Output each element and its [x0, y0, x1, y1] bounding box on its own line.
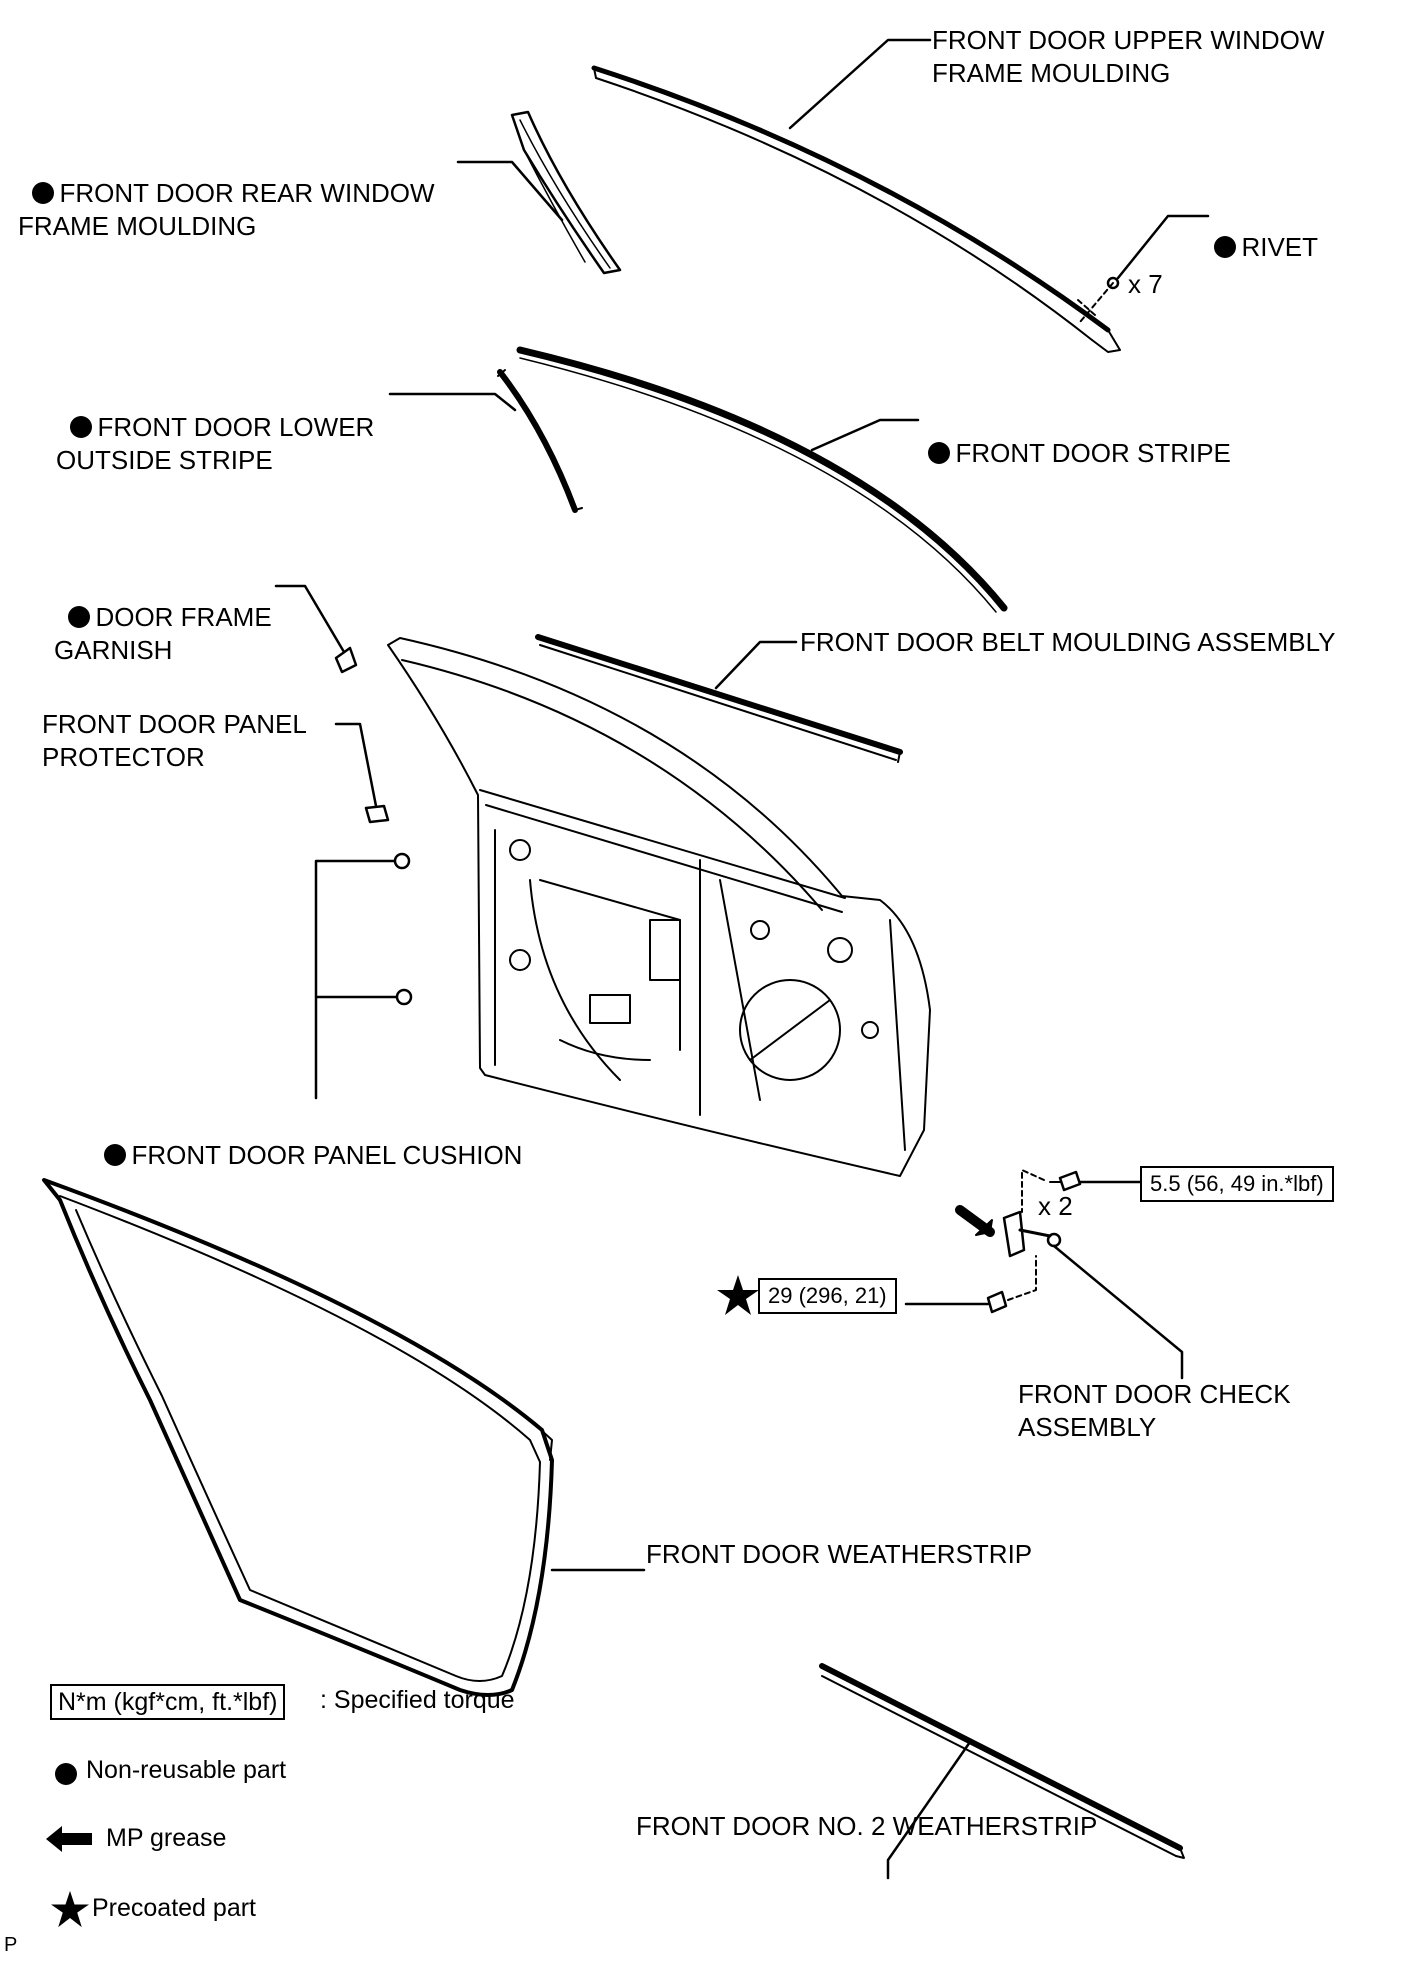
- bolt-lower: [904, 1255, 1037, 1314]
- rivet-symbol: [1079, 214, 1210, 323]
- legend-torque-desc: : Specified torque: [320, 1686, 515, 1714]
- legend-grease: MP grease: [106, 1824, 227, 1852]
- nonreusable-dot-icon: [70, 416, 93, 438]
- nonreusable-dot-icon: [104, 1144, 127, 1166]
- legend-torque-box: N*m (kgf*cm, ft.*lbf): [50, 1684, 286, 1720]
- leader-no2-weatherstrip: [886, 1740, 972, 1880]
- label-belt-moulding: FRONT DOOR BELT MOULDING ASSEMBLY: [800, 627, 1336, 657]
- leader-garnish: [274, 584, 346, 654]
- leader-belt-moulding: [714, 640, 798, 690]
- lower-outside-stripe: [497, 369, 583, 513]
- leader-check-assembly: [1052, 1244, 1184, 1380]
- label-weatherstrip: FRONT DOOR WEATHERSTRIP: [646, 1539, 1033, 1569]
- precoated-star-icon: [50, 1890, 90, 1933]
- door-weatherstrip: [42, 1178, 554, 1697]
- label-bolt-qty: x 2: [1038, 1191, 1073, 1221]
- door-frame-body: [387, 637, 931, 1177]
- label-rivet-qty: x 7: [1128, 269, 1163, 299]
- precoated-star-icon: [716, 1274, 760, 1321]
- leader-rear-moulding: [456, 160, 564, 222]
- bolt-upper: [1021, 1169, 1150, 1213]
- leader-door-stripe: [810, 418, 920, 452]
- label-lower-stripe: FRONT DOOR LOWER OUTSIDE STRIPE: [56, 412, 375, 475]
- label-rear-moulding: FRONT DOOR REAR WINDOW FRAME MOULDING: [18, 178, 435, 241]
- door-frame-garnish: [334, 646, 358, 674]
- label-frame-garnish: DOOR FRAME GARNISH: [54, 602, 272, 665]
- nonreusable-dot-icon: [68, 606, 91, 628]
- label-door-stripe: FRONT DOOR STRIPE: [914, 404, 1231, 470]
- torque-box-lower: 29 (296, 21): [758, 1278, 897, 1314]
- panel-protector: [364, 804, 390, 824]
- label-panel-cushion: FRONT DOOR PANEL CUSHION: [90, 1106, 522, 1172]
- label-no2-weatherstrip: FRONT DOOR NO. 2 WEATHERSTRIP: [636, 1811, 1098, 1841]
- leader-lower-stripe: [388, 392, 517, 412]
- label-upper-moulding: FRONT DOOR UPPER WINDOW FRAME MOULDING: [932, 25, 1325, 88]
- nonreusable-dot-icon: [54, 1762, 78, 1791]
- rear-window-frame-moulding: [510, 110, 622, 275]
- legend-nonreusable: Non-reusable part: [86, 1756, 287, 1784]
- leader-protector: [334, 722, 378, 808]
- leader-upper-moulding: [788, 38, 932, 130]
- label-panel-protector: FRONT DOOR PANEL PROTECTOR: [42, 709, 307, 772]
- nonreusable-dot-icon: [1214, 236, 1237, 258]
- front-door-stripe: [516, 346, 1008, 613]
- nonreusable-dot-icon: [32, 182, 55, 204]
- upper-window-frame-moulding: [591, 65, 1121, 353]
- panel-cushions: [314, 852, 413, 1100]
- legend-precoated: Precoated part: [92, 1894, 256, 1922]
- label-rivet: RIVET: [1200, 198, 1318, 264]
- nonreusable-dot-icon: [928, 442, 951, 464]
- no2-weatherstrip: [819, 1663, 1185, 1859]
- torque-box-upper: 5.5 (56, 49 in.*lbf): [1140, 1166, 1334, 1202]
- grease-arrow-icon: [46, 1824, 94, 1859]
- belt-moulding-assembly: [535, 634, 903, 763]
- corner-mark: P: [4, 1934, 18, 1956]
- label-check-assembly: FRONT DOOR CHECK ASSEMBLY: [1018, 1379, 1291, 1442]
